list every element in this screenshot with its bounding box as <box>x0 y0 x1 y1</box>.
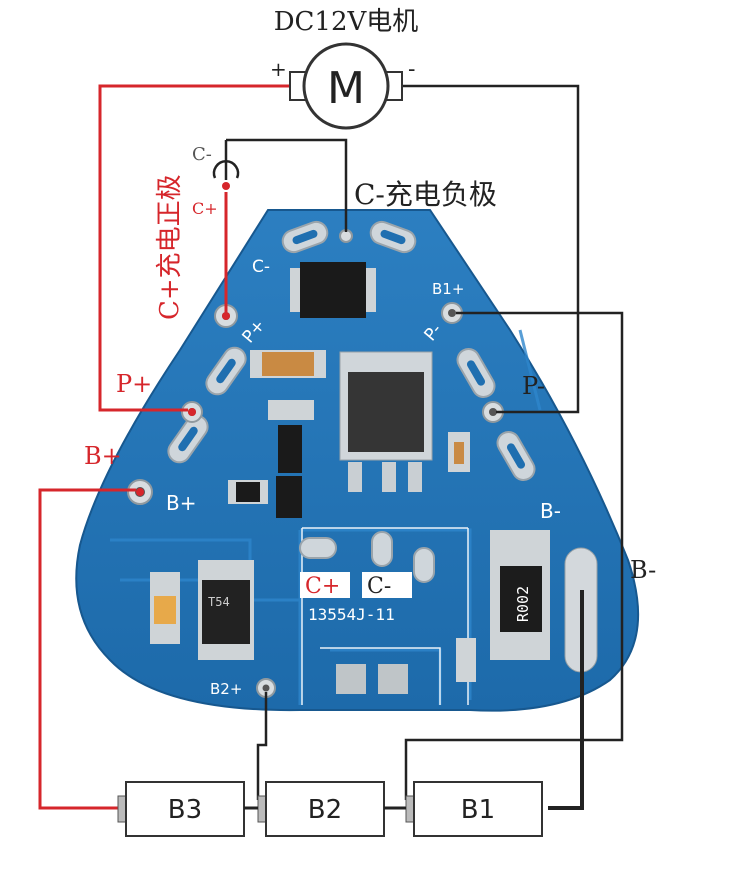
smd-small-parts <box>150 350 598 694</box>
battery-b1 <box>405 781 543 837</box>
title-label: DC12V电机 <box>274 7 419 37</box>
board-c-minus: C- <box>252 257 270 277</box>
p-plus-label: P+ <box>116 370 152 398</box>
slot-holes <box>178 229 525 469</box>
mosfet-main <box>339 351 433 492</box>
battery-b3 <box>117 781 245 837</box>
c-minus-charge-label: C-充电负极 <box>354 178 497 211</box>
board-b2-plus: B2+ <box>210 680 242 698</box>
c-plus-charge-label: C+充电正极 <box>155 174 185 320</box>
p-minus-label: P- <box>522 372 545 400</box>
b-minus-side-label: B- <box>630 556 656 584</box>
motor-symbol: M <box>327 63 365 114</box>
charge-port-icon <box>212 160 240 190</box>
motor-plus-label: + <box>270 57 287 81</box>
b-minus-wire <box>548 590 584 810</box>
board-b-plus: B+ <box>166 491 196 515</box>
board-c-plus-pad-label: C+ <box>305 574 340 599</box>
c-minus-small-label: C- <box>192 144 212 165</box>
battery-b3-label: B3 <box>168 795 202 825</box>
battery-b1-label: B1 <box>461 795 495 825</box>
chip-label: T54 <box>208 595 230 609</box>
board-model-label: 13554J-11 <box>308 605 395 624</box>
board-c-minus-pad-label: C- <box>367 574 391 599</box>
battery-b2-label: B2 <box>308 795 342 825</box>
motor-minus-label: - <box>408 57 415 82</box>
motor-icon <box>289 42 403 130</box>
b-plus-label: B+ <box>84 442 122 470</box>
c-plus-small-label: C+ <box>192 199 218 218</box>
battery-b2 <box>257 781 385 837</box>
board-b1-plus: B1+ <box>432 280 464 298</box>
red-wires <box>38 84 290 810</box>
resistor-label: R002 <box>514 586 532 622</box>
mosfet-top <box>290 262 376 318</box>
board-b-minus: B- <box>540 499 561 523</box>
